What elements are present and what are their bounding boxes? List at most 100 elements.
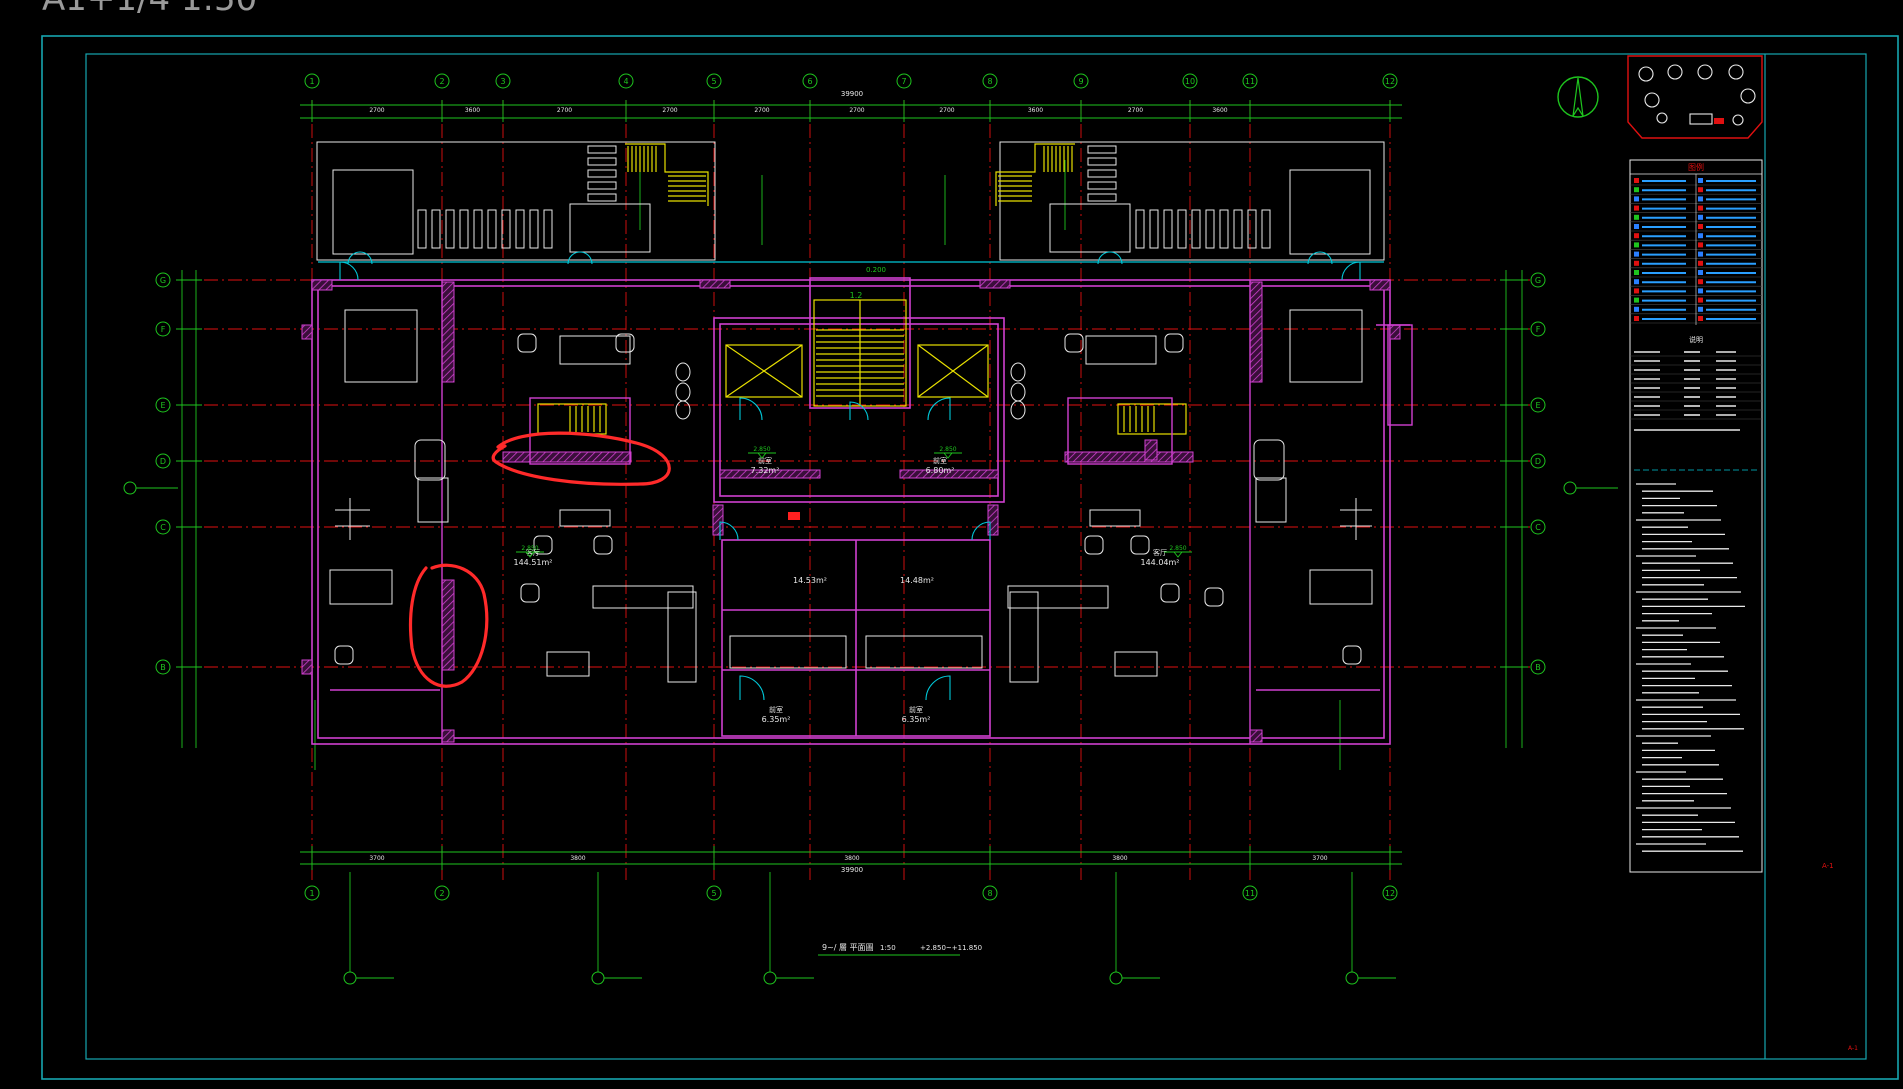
- axis-bubble-circle: [304, 73, 320, 89]
- balcony-slat: [1135, 209, 1145, 249]
- legend-swatch: [1698, 260, 1703, 266]
- round-seat-2: [1010, 362, 1026, 382]
- balcony-slat: [1261, 209, 1271, 249]
- balcony-stair-left: [625, 143, 709, 206]
- axis-bubble-top-1: 1: [304, 73, 320, 89]
- axis-bubble-label: 12: [1385, 889, 1395, 898]
- balcony-slat: [1163, 209, 1173, 249]
- armchair-left: [414, 439, 446, 481]
- axis-bubble-circle: [1530, 397, 1546, 413]
- sheet-title: A1+1/4 1:50: [42, 0, 257, 19]
- interior-stair-right-icon: [1117, 403, 1187, 435]
- hatched-wall-1: [1249, 281, 1263, 383]
- axis-bubble-label: 8: [987, 889, 992, 898]
- legend-swatch: [1634, 242, 1639, 248]
- elevator-left-icon: [725, 344, 803, 398]
- axis-bubble-label: C: [1535, 523, 1541, 532]
- window-swing-3: [1307, 251, 1333, 265]
- axis-bubble-circle: [706, 885, 722, 901]
- core-walls: [713, 277, 1005, 737]
- dim-text-top-8: 2700: [1128, 107, 1143, 114]
- dim-text-bottom-4: 3700: [1312, 855, 1327, 862]
- legend-swatch: [1634, 233, 1639, 239]
- elevator-right-icon: [917, 344, 989, 398]
- legend-panel: 图例 说明: [1629, 159, 1763, 873]
- axis-bubble-circle: [896, 73, 912, 89]
- hatched-wall-12: [712, 504, 724, 536]
- axis-bubble-circle: [1530, 453, 1546, 469]
- door-swing-3: [925, 675, 951, 701]
- legend-swatch: [1698, 288, 1703, 294]
- chair-6: [1084, 535, 1104, 555]
- legend-swatch: [1698, 242, 1703, 248]
- level-text-3: 2.850: [939, 446, 956, 453]
- balcony-slat: [487, 209, 497, 249]
- hatched-wall-0: [441, 281, 455, 383]
- section-bubble-4: [1345, 971, 1359, 985]
- page-code-bottom: A-1: [1848, 1045, 1858, 1052]
- axis-bubble-left-D: D: [155, 453, 171, 469]
- interior-partitions: [330, 280, 1413, 744]
- legend-swatch: [1634, 196, 1639, 202]
- level-text-2: 2.850: [753, 446, 770, 453]
- furniture-item-17: [1255, 477, 1287, 523]
- axis-bubble-label: 12: [1385, 77, 1395, 86]
- section-bubble-3: [1109, 971, 1123, 985]
- window-swing-0: [347, 251, 373, 265]
- hatched-wall-5: [441, 729, 455, 743]
- axis-bubble-right-B: B: [1530, 659, 1546, 675]
- chair-3: [1164, 333, 1184, 353]
- markup-bracket-lower: [408, 563, 489, 688]
- balcony-stair-right: [995, 143, 1075, 206]
- balcony-zone: [316, 141, 1385, 261]
- furniture-item-0: [344, 309, 418, 383]
- furniture-item-7: [1114, 651, 1158, 677]
- balcony-plank: [1087, 157, 1117, 166]
- axis-bubble-right-F: F: [1530, 321, 1546, 337]
- axis-bubble-circle: [155, 659, 171, 675]
- markup-annotations: [408, 431, 671, 688]
- round-seat-3: [1010, 382, 1026, 402]
- section-bubble-2: [763, 971, 777, 985]
- legend-swatch: [1634, 288, 1639, 294]
- axis-bubble-label: D: [160, 457, 166, 466]
- chair-8: [520, 583, 540, 603]
- axis-bubble-right-C: C: [1530, 519, 1546, 535]
- room-area-0: 144.51m²: [514, 558, 553, 567]
- axis-bubble-label: E: [1535, 401, 1540, 410]
- furniture-item-9: [1309, 569, 1373, 605]
- chair-9: [1160, 583, 1180, 603]
- furniture-item-11: [1007, 585, 1109, 609]
- legend-swatch: [1634, 297, 1639, 303]
- legend-swatch: [1698, 297, 1703, 303]
- axis-bubble-top-9: 9: [1073, 73, 1089, 89]
- balcony-slat: [1191, 209, 1201, 249]
- legend-swatch: [1634, 279, 1639, 285]
- axis-bubble-circle: [304, 885, 320, 901]
- furniture-item-13: [1009, 591, 1039, 683]
- dim-text-top-1: 3600: [465, 107, 480, 114]
- axis-bubble-circle: [1530, 321, 1546, 337]
- axis-bubble-circle: [982, 885, 998, 901]
- axis-bubble-bottom-1: 1: [304, 885, 320, 901]
- axis-bubble-circle: [495, 73, 511, 89]
- axis-bubble-circle: [1242, 885, 1258, 901]
- legend-swatch: [1634, 205, 1639, 211]
- dim-text-top-9: 3600: [1212, 107, 1227, 114]
- chair-11: [334, 645, 354, 665]
- axis-bubble-top-7: 7: [896, 73, 912, 89]
- chair-2: [1064, 333, 1084, 353]
- axis-bubble-top-6: 6: [802, 73, 818, 89]
- axis-bubble-top-10: 10: [1182, 73, 1198, 89]
- axis-bubble-top-4: 4: [618, 73, 634, 89]
- axis-bubble-top-8: 8: [982, 73, 998, 89]
- chair-7: [1130, 535, 1150, 555]
- axis-bubble-label: 8: [987, 77, 992, 86]
- door-swing-5: [719, 521, 739, 541]
- axis-bubble-label: 3: [500, 77, 505, 86]
- balcony-slat: [529, 209, 539, 249]
- window-swing-2: [1097, 251, 1123, 265]
- axis-bubble-circle: [1073, 73, 1089, 89]
- dim-text-bottom-2: 3800: [844, 855, 859, 862]
